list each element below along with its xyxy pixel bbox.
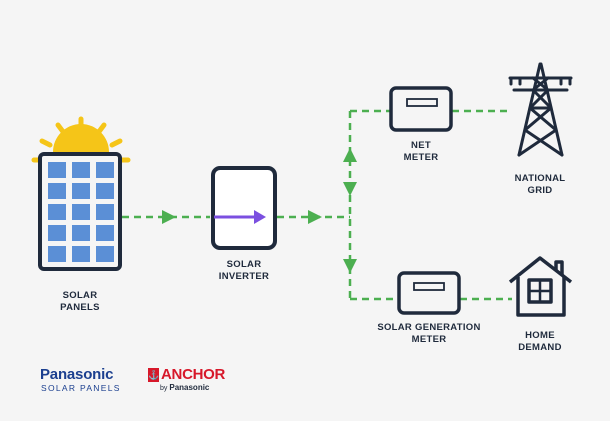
anchor-logo: ANCHOR bbox=[161, 366, 226, 383]
panel-cell bbox=[96, 225, 114, 241]
panel-cell bbox=[96, 183, 114, 199]
inverter-icon bbox=[211, 166, 277, 250]
solar-panels-label: SOLAR PANELS bbox=[60, 290, 100, 313]
panel-cell bbox=[48, 246, 66, 262]
solar-generation-meter-label: SOLAR GENERATION METER bbox=[377, 322, 481, 345]
panel-cell bbox=[96, 162, 114, 178]
panel-cell bbox=[48, 162, 66, 178]
panel-cell bbox=[72, 225, 90, 241]
generation-meter-icon bbox=[397, 271, 461, 315]
panel-cell bbox=[96, 204, 114, 220]
panel-cell bbox=[96, 246, 114, 262]
panel-cell bbox=[48, 225, 66, 241]
panasonic-logo: Panasonic bbox=[40, 366, 114, 383]
panel-cell bbox=[72, 246, 90, 262]
panel-cell bbox=[72, 204, 90, 220]
sun-icon bbox=[31, 116, 131, 163]
solar-inverter-label: SOLAR INVERTER bbox=[218, 259, 270, 282]
house-icon bbox=[508, 256, 573, 317]
flow-arrow-right bbox=[308, 210, 322, 224]
flow-arrow-right bbox=[162, 210, 176, 224]
panel-cell bbox=[48, 183, 66, 199]
net-meter-icon bbox=[389, 86, 453, 132]
anchor-mark-icon: ⚓ bbox=[148, 368, 160, 382]
home-demand-label: HOME DEMAND bbox=[518, 330, 562, 353]
solar-panel-icon bbox=[38, 152, 122, 271]
transmission-tower-icon bbox=[508, 62, 573, 157]
panel-cell bbox=[72, 162, 90, 178]
panel-cell bbox=[48, 204, 66, 220]
national-grid-label: NATIONAL GRID bbox=[514, 173, 566, 196]
panel-cell bbox=[72, 183, 90, 199]
anchor-byline: by Panasonic bbox=[160, 383, 210, 392]
panasonic-tagline: SOLAR PANELS bbox=[41, 383, 121, 393]
flow-arrow-down bbox=[343, 182, 357, 196]
flow-arrow-up bbox=[343, 148, 357, 162]
net-meter-label: NET METER bbox=[403, 140, 439, 163]
flow-arrow-down bbox=[343, 259, 357, 273]
